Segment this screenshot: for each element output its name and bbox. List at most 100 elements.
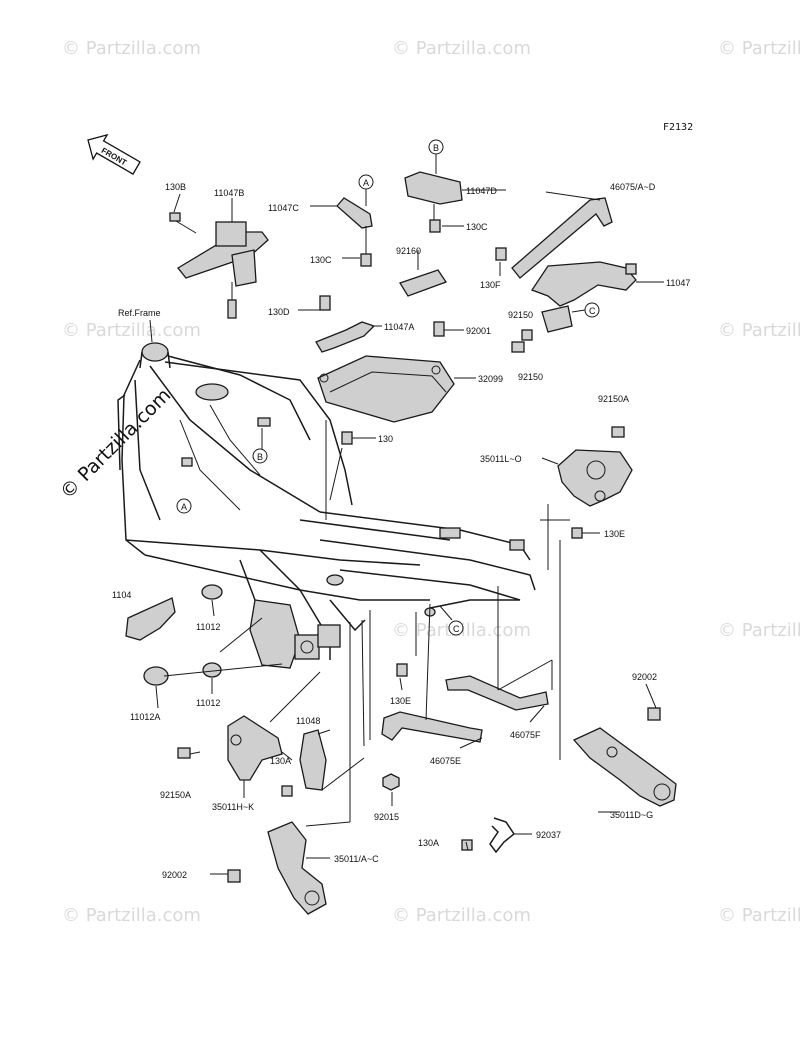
grommet-11012 (201, 584, 223, 600)
label-92150a: 92150A (160, 790, 191, 800)
bolt-130f-icon (495, 247, 507, 261)
label-130d: 130D (268, 307, 290, 317)
svg-text:A: A (363, 178, 369, 188)
bolt-92150a-icon (177, 747, 191, 759)
bolt-130b-icon (169, 212, 197, 234)
bracket-46075e (381, 711, 483, 743)
label-130a: 130A (270, 756, 291, 766)
label-130c: 130C (466, 222, 488, 232)
pad-92160 (399, 269, 447, 297)
svg-text:C: C (453, 624, 460, 634)
label-92002: 92002 (632, 672, 657, 682)
ref-frame-label: Ref.Frame (118, 308, 161, 318)
leader-lines (155, 189, 664, 875)
label-11012: 11012 (196, 622, 220, 632)
bracket-11047a (315, 321, 376, 353)
label-92150: 92150 (508, 310, 533, 320)
svg-text:C: C (589, 306, 596, 316)
label-130: 130 (378, 434, 393, 444)
watermark: © Partzilla.com (392, 38, 531, 59)
front-arrow-icon: FRONT (87, 133, 141, 175)
callout-a: A (358, 174, 374, 206)
bolt-130e-icon (396, 663, 408, 677)
label-11012a: 11012A (130, 712, 160, 722)
bracket-11047c (336, 197, 373, 229)
label-11047c: 11047C (268, 203, 299, 213)
label-130f: 130F (480, 280, 501, 290)
bolt-92150-icon (511, 341, 525, 353)
bracket-35011a (267, 821, 327, 915)
watermark: © Partzilla.com (62, 38, 201, 59)
watermark: © Partzilla.com (718, 620, 800, 641)
watermark: © Partzilla.com (62, 320, 201, 341)
label-11047b: 11047B (214, 188, 244, 198)
label-130c: 130C (310, 255, 332, 265)
bracket-11048 (299, 729, 327, 791)
bolt-92150-icon (521, 329, 533, 341)
label-35011l: 35011L~O (480, 454, 522, 464)
spring-92037-icon (489, 817, 516, 854)
label-32099: 32099 (478, 374, 503, 384)
grab-rail-46075 (511, 197, 613, 279)
watermark: © Partzilla.com (718, 38, 800, 59)
bolt-130c-icon (360, 253, 372, 267)
callout-c: C (439, 605, 464, 636)
bracket-11047 (531, 261, 637, 307)
label-35011d: 35011D~G (610, 810, 653, 820)
frame (117, 342, 536, 669)
label-92001: 92001 (466, 326, 491, 336)
callout-b: B (252, 428, 268, 464)
figure-code: F2132 (663, 122, 693, 133)
bolt-130-icon (341, 431, 353, 445)
label-11047a: 11047A (384, 322, 414, 332)
label-1104: 1104 (112, 590, 131, 600)
label-11047d: 11047D (466, 186, 497, 196)
label-11047: 11047 (666, 278, 690, 288)
bolt-130d-icon (319, 295, 331, 311)
bolt-92001-icon (433, 321, 445, 337)
bracket-35011h (227, 715, 283, 781)
bracket-11047-lower (125, 597, 176, 641)
watermark: © Partzilla.com (62, 905, 201, 926)
label-130b: 130B (165, 182, 186, 192)
bolt-92002-icon (647, 707, 661, 721)
label-92037: 92037 (536, 830, 561, 840)
svg-text:B: B (257, 452, 263, 462)
label-35011a: 35011/A~C (334, 854, 379, 864)
watermark: © Partzilla.com (392, 905, 531, 926)
bracket-46075f (445, 675, 549, 711)
bolt-130a-icon (281, 785, 293, 797)
label-130a: 130A (418, 838, 439, 848)
label-46075e: 46075E (430, 756, 461, 766)
watermark: © Partzilla.com (718, 320, 800, 341)
label-11012: 11012 (196, 698, 220, 708)
label-92160: 92160 (396, 246, 421, 256)
label-92002: 92002 (162, 870, 187, 880)
bracket-35011d (572, 727, 677, 807)
bolt-92150a-icon (611, 426, 625, 438)
label-92150: 92150 (518, 372, 543, 382)
label-92015: 92015 (374, 812, 399, 822)
bolt-130e-icon (571, 527, 583, 539)
label-92150a: 92150A (598, 394, 629, 404)
callout-a: A (176, 498, 192, 514)
nut-92015-icon (382, 773, 400, 791)
bracket-35011l (557, 449, 633, 507)
label-46075f: 46075F (510, 730, 541, 740)
callout-c: C (571, 302, 600, 318)
watermark: © Partzilla.com (718, 905, 800, 926)
callout-b: B (428, 139, 444, 174)
svg-text:A: A (181, 502, 187, 512)
bracket-11047d (404, 171, 463, 205)
svg-text:B: B (433, 143, 439, 153)
bracket-11047b (177, 221, 269, 319)
label-35011h: 35011H~K (212, 802, 254, 812)
label-11048: 11048 (296, 716, 320, 726)
label-46075: 46075/A~D (610, 182, 656, 192)
bolt-92002-icon (227, 869, 241, 883)
tray-32099 (317, 355, 455, 423)
bolt-130c-icon (429, 219, 441, 233)
label-130e: 130E (604, 529, 625, 539)
label-130e: 130E (390, 696, 411, 706)
